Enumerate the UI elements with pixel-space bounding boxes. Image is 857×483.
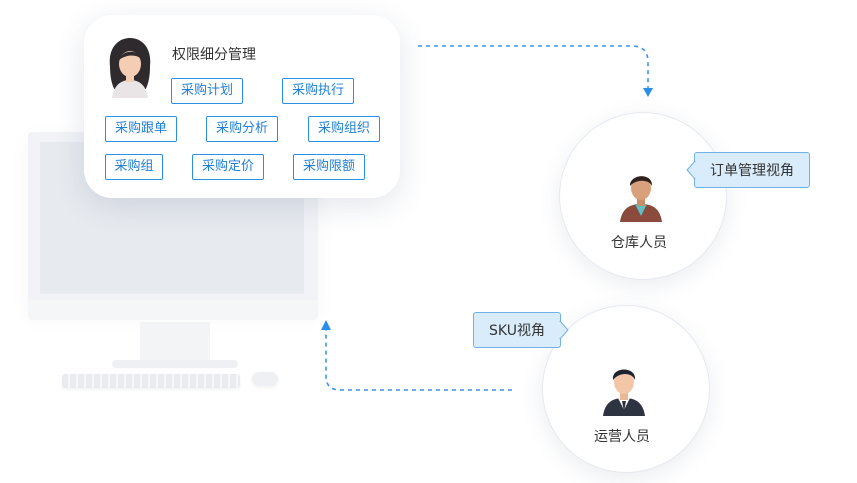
man-avatar-icon: [620, 176, 662, 222]
callout-pointer-right: [559, 321, 569, 339]
tag-purchase-analysis[interactable]: 采购分析: [206, 116, 278, 142]
tag-purchase-execution[interactable]: 采购执行: [282, 78, 354, 104]
keyboard: [62, 374, 240, 388]
warehouse-role-label: 仓库人员: [611, 235, 667, 251]
operations-role-label: 运营人员: [594, 429, 650, 445]
tag-purchase-limit[interactable]: 采购限额: [293, 154, 365, 180]
monitor-chin: [28, 300, 318, 320]
man-suit-avatar-icon: [603, 369, 645, 416]
arrow-head-warehouse: [643, 88, 653, 97]
monitor-stand: [140, 322, 210, 362]
arrow-head-computer: [321, 320, 331, 330]
woman-avatar-icon: [109, 38, 151, 98]
tag-purchase-tracking[interactable]: 采购跟单: [105, 116, 177, 142]
monitor-stand-base: [112, 360, 238, 368]
tag-purchase-plan[interactable]: 采购计划: [171, 78, 243, 104]
tag-purchase-group[interactable]: 采购组: [105, 154, 163, 180]
callout-pointer-left: [686, 161, 696, 179]
tag-purchase-organization[interactable]: 采购组织: [308, 116, 380, 142]
tag-purchase-pricing[interactable]: 采购定价: [192, 154, 264, 180]
mouse: [252, 372, 278, 386]
operations-view-callout: SKU视角: [473, 312, 561, 348]
arrow-to-computer: [325, 330, 512, 391]
warehouse-view-callout: 订单管理视角: [694, 152, 810, 188]
card-title: 权限细分管理: [172, 47, 256, 63]
arrow-to-warehouse: [418, 45, 649, 88]
